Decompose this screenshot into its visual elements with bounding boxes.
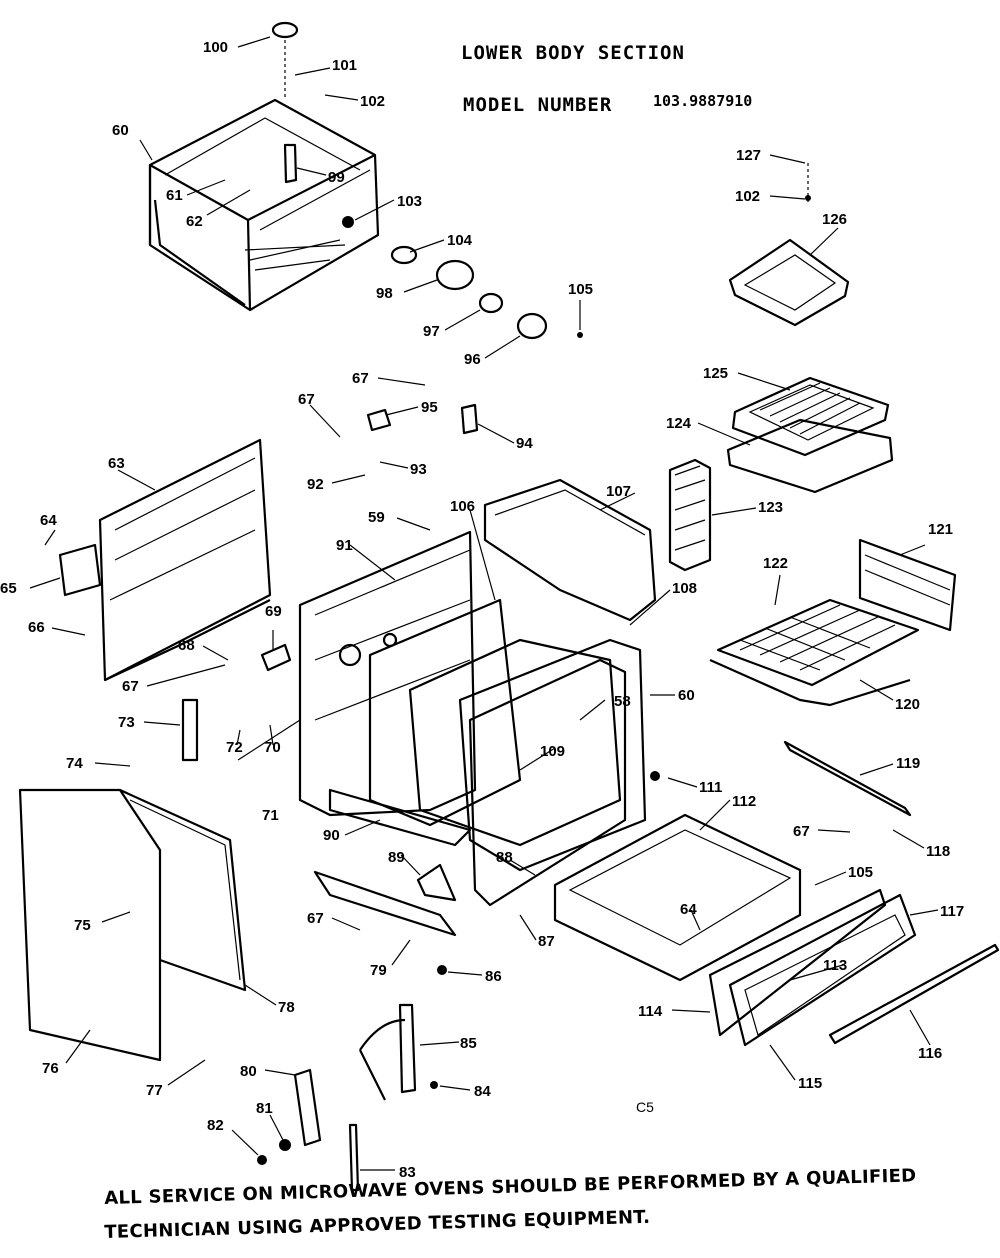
callout-79: 79: [370, 962, 387, 979]
callout-60b: 60: [678, 687, 695, 704]
model-label: MODEL NUMBER: [463, 94, 613, 116]
callout-113: 113: [823, 957, 847, 974]
callout-80: 80: [240, 1063, 257, 1080]
callout-85: 85: [460, 1035, 477, 1052]
callout-66: 66: [28, 619, 45, 636]
outer-cabinet-60: [148, 21, 583, 340]
callout-81: 81: [256, 1100, 273, 1117]
broil-element-126: [728, 163, 850, 327]
callout-109: 109: [540, 743, 565, 760]
callout-72: 72: [226, 739, 243, 756]
callout-96: 96: [464, 351, 481, 368]
callout-104: 104: [447, 232, 473, 249]
callout-67d: 67: [793, 823, 810, 840]
leader-lines: [29, 36, 939, 1171]
callout-86: 86: [485, 968, 502, 985]
oven-rack-122: [709, 538, 957, 707]
callout-114: 114: [638, 1003, 663, 1020]
callout-90: 90: [323, 827, 340, 844]
callout-63: 63: [108, 455, 125, 472]
callout-70: 70: [264, 739, 281, 756]
callout-116: 116: [918, 1045, 942, 1062]
callout-121: 121: [928, 521, 953, 538]
callout-102: 102: [360, 93, 385, 110]
callout-59: 59: [368, 509, 385, 526]
callout-105: 105: [568, 281, 593, 298]
callout-93: 93: [410, 461, 427, 478]
callout-68: 68: [178, 637, 195, 654]
callout-99: 99: [328, 169, 345, 186]
callout-108: 108: [672, 580, 697, 597]
callout-106: 106: [450, 498, 475, 515]
callout-71: 71: [262, 807, 279, 824]
callout-82: 82: [207, 1117, 224, 1134]
callout-119: 119: [896, 755, 920, 772]
callout-67a: 67: [352, 370, 369, 387]
back-panel-63: [58, 438, 272, 682]
callout-101: 101: [332, 57, 357, 74]
callout-120: 120: [895, 696, 920, 713]
callout-115: 115: [798, 1075, 822, 1092]
callout-labels: 100 101 102 60 99 61 62 103 104 98 105 9…: [0, 39, 964, 1181]
callout-69: 69: [265, 603, 282, 620]
side-panel-76: [18, 788, 247, 1062]
callout-78: 78: [278, 999, 295, 1016]
callout-126: 126: [822, 211, 847, 228]
callout-100: 100: [203, 39, 228, 56]
callout-87: 87: [538, 933, 555, 950]
callout-124: 124: [666, 415, 692, 432]
callout-94: 94: [516, 435, 533, 452]
drawer-112: [553, 813, 1000, 1047]
oven-chassis: [298, 478, 657, 907]
callout-117: 117: [940, 903, 964, 920]
callout-77: 77: [146, 1082, 163, 1099]
callout-60: 60: [112, 122, 129, 139]
section-title: LOWER BODY SECTION: [461, 42, 685, 64]
callout-89: 89: [388, 849, 405, 866]
broiler-pan-125-124: [726, 376, 894, 494]
callout-58: 58: [614, 693, 631, 710]
callout-98: 98: [376, 285, 393, 302]
callout-107: 107: [606, 483, 631, 500]
callout-74: 74: [66, 755, 83, 772]
callout-112: 112: [732, 793, 756, 810]
callout-67e: 67: [307, 910, 324, 927]
callout-73: 73: [118, 714, 135, 731]
callout-91: 91: [336, 537, 353, 554]
callout-92: 92: [307, 476, 324, 493]
callout-67b: 67: [298, 391, 315, 408]
callout-97: 97: [423, 323, 440, 340]
model-number: 103.9887910: [653, 92, 753, 110]
callout-95: 95: [421, 399, 438, 416]
callout-127: 127: [736, 147, 761, 164]
callout-118: 118: [926, 843, 950, 860]
callout-125: 125: [703, 365, 728, 382]
callout-122: 122: [763, 555, 788, 572]
callout-123: 123: [758, 499, 783, 516]
callout-62: 62: [186, 213, 203, 230]
callout-102b: 102: [735, 188, 760, 205]
heater-123: [668, 458, 712, 572]
callout-75: 75: [74, 917, 91, 934]
callout-105b: 105: [848, 864, 873, 881]
small-parts: [181, 403, 912, 1192]
callout-65: 65: [0, 580, 17, 597]
callout-103: 103: [397, 193, 422, 210]
callout-83: 83: [399, 1164, 416, 1181]
callout-64b: 64: [680, 901, 697, 918]
callout-88: 88: [496, 849, 513, 866]
callout-76: 76: [42, 1060, 59, 1077]
page-code: C5: [636, 1099, 654, 1115]
callout-111: 111: [699, 779, 722, 796]
callout-67c: 67: [122, 678, 139, 695]
callout-84: 84: [474, 1083, 491, 1100]
callout-64a: 64: [40, 512, 57, 529]
callout-61: 61: [166, 187, 183, 204]
